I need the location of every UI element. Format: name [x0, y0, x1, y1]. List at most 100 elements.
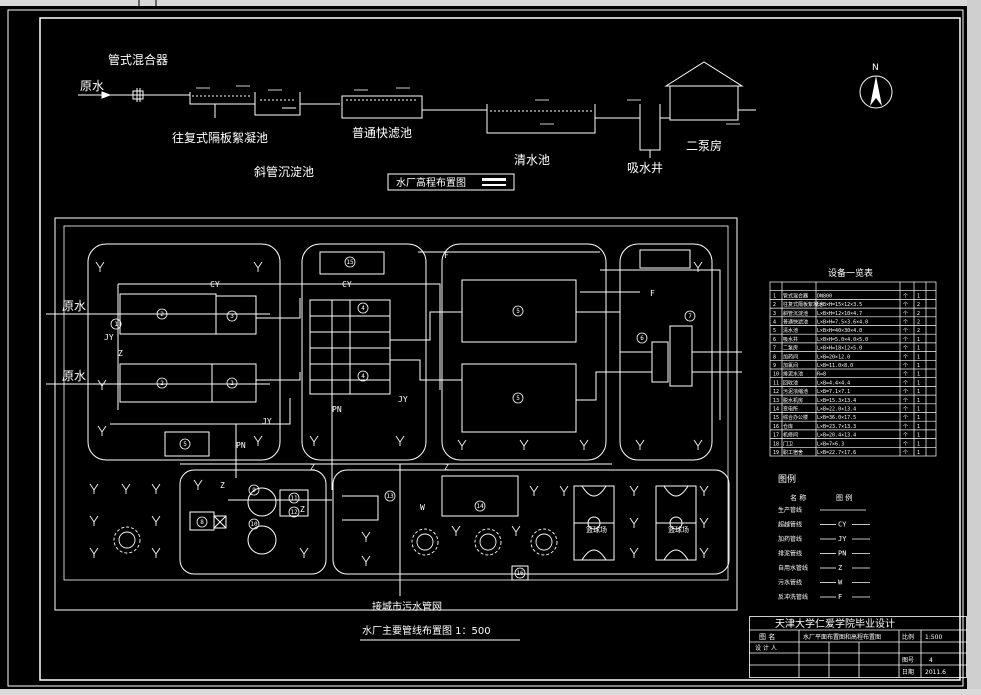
equipment-table-cell: 排泥水池 — [783, 371, 803, 378]
equipment-table-cell: 1 — [917, 441, 920, 447]
sedimentation-tank — [254, 92, 301, 116]
date-value: 2011.6 — [925, 669, 946, 676]
plan-title: 水厂主要管线布置图 1：500 — [362, 624, 491, 637]
title-underline — [482, 184, 506, 186]
toolbar-tick — [138, 0, 140, 6]
equipment-table-cell: 加药间 — [783, 353, 798, 360]
office-building — [319, 251, 385, 275]
equipment-table-cell: 13 — [773, 398, 779, 404]
pipe-label: W — [420, 503, 425, 512]
drawing-name-label: 图 名 — [759, 632, 775, 641]
legend-symbol: JY — [838, 535, 847, 543]
equipment-table-cell: 职工宿舍 — [783, 449, 803, 456]
plan-raw-water-2: 原水 — [62, 369, 86, 383]
legend-col-name: 名 称 — [790, 493, 806, 502]
substation — [441, 475, 519, 517]
sheet-label: 图号 — [902, 657, 914, 664]
flocculation-label: 往复式隔板絮凝池 — [172, 130, 268, 145]
pump-house-label: 二泵房 — [686, 138, 722, 153]
equipment-table-cell: 吸水井 — [783, 336, 798, 343]
equipment-table-cell: 14 — [773, 407, 779, 413]
application-top-bar — [0, 0, 981, 6]
equipment-table-cell: 机修间 — [783, 432, 798, 439]
equipment-table-cell: 门卫 — [783, 440, 793, 447]
equipment-table-cell: 往复式隔板絮凝池 — [783, 301, 823, 308]
pipe-label: F — [444, 251, 449, 260]
vertical-scrollbar[interactable] — [967, 0, 981, 695]
unit-number: 4 — [361, 373, 365, 380]
unit-number: 10 — [250, 521, 258, 528]
unit-number: 12 — [290, 509, 298, 516]
equipment-table-cell: 普通快滤池 — [783, 319, 808, 326]
flow-arrow — [101, 91, 112, 99]
equipment-table-cell: 个 — [903, 372, 908, 378]
equipment-table-cell: L×B=22.0×13.4 — [817, 407, 856, 413]
site-plan — [46, 217, 742, 611]
unit-number: 15 — [346, 259, 354, 266]
equipment-table-cell: 1 — [917, 354, 920, 360]
legend-row-name: 超越管线 — [778, 521, 802, 529]
suction-well-label: 吸水井 — [627, 161, 663, 175]
equipment-table-cell: 2 — [773, 302, 776, 308]
equipment-table-cell: 7 — [773, 346, 776, 352]
equipment-table-cell: 19 — [773, 450, 779, 456]
court-label: 篮球场 — [668, 525, 689, 534]
equipment-table-title: 设备一览表 — [828, 267, 873, 279]
designer-label: 设 计 人 — [755, 644, 777, 652]
equipment-table-cell: L×B=15.3×13.4 — [817, 398, 856, 404]
equipment-table-cell: 2 — [917, 328, 920, 334]
pipe-label: CY — [210, 280, 220, 289]
equipment-table-cell: 1 — [917, 346, 920, 352]
school-title: 天津大学仁爱学院毕业设计 — [775, 617, 895, 630]
equipment-table-cell: 8 — [773, 354, 776, 360]
sludge-thickener-2 — [247, 525, 277, 555]
equipment-table-cell: 1 — [917, 415, 920, 421]
equipment-table-cell: 1 — [917, 337, 920, 343]
pipe-label: JY — [104, 333, 114, 342]
equipment-table-cell: 个 — [903, 450, 908, 456]
equipment-table-cell: 个 — [903, 424, 908, 430]
equipment-table-cell: 斜管沉淀池 — [783, 310, 808, 317]
equipment-table-cell: 个 — [903, 415, 908, 421]
pipe-label: Z — [310, 463, 315, 472]
legend-symbol: CY — [838, 521, 847, 529]
equipment-table-cell: 18 — [773, 441, 779, 447]
equipment-table-cell: 1 — [917, 450, 920, 456]
equipment-table-cell: 个 — [903, 337, 908, 343]
legend-title: 图例 — [778, 473, 796, 485]
equipment-table-cell: 1 — [773, 293, 776, 299]
equipment-table-cell: 6 — [773, 337, 776, 343]
equipment-table-cell: 个 — [903, 328, 908, 334]
unit-number: 5 — [516, 395, 520, 402]
equipment-table-cell: L×B=36.0×17.5 — [817, 415, 856, 421]
equipment-table-cell: 个 — [903, 302, 908, 308]
pipe-label: Z — [118, 349, 123, 358]
sewer-label: 接城市污水管网 — [372, 600, 442, 613]
equipment-table-cell: 11 — [773, 380, 779, 386]
pipe-label: CY — [342, 280, 352, 289]
pipe-label: JY — [262, 417, 272, 426]
equipment-table-cell: 3 — [773, 311, 776, 317]
equipment-table-cell: 个 — [903, 320, 908, 326]
date-label: 日期 — [902, 668, 914, 676]
unit-number: 8 — [200, 519, 204, 526]
valve-box — [213, 515, 227, 529]
equipment-table-cell: 清水池 — [783, 327, 798, 334]
equipment-table-cell: L×B=22.7×17.6 — [817, 450, 856, 456]
equipment-table-cell: L×B=23.7×13.3 — [817, 424, 856, 430]
unit-number: 16 — [516, 570, 524, 577]
pipe-label: Z — [444, 463, 449, 472]
road-outline — [63, 225, 729, 581]
equipment-table-cell: 1 — [917, 293, 920, 299]
legend-symbol: PN — [838, 550, 846, 558]
legend-col-symbol: 图 例 — [836, 493, 852, 502]
equipment-table-cell: L×B×H=5.0×4.0×5.0 — [817, 337, 868, 343]
equipment-table-cell: 个 — [903, 380, 908, 386]
unit-number: 13 — [386, 493, 394, 500]
cad-drawing-canvas[interactable]: 管式混合器 原水 往复式隔板絮凝池 斜管沉淀池 普通快滤池 清水池 吸水井 二泵… — [0, 0, 967, 689]
equipment-table-cell: 16 — [773, 424, 779, 430]
unit-number: 6 — [640, 335, 644, 342]
unit-number: 14 — [476, 503, 484, 510]
toolbar-tick — [155, 0, 157, 6]
equipment-table-cell: 个 — [903, 346, 908, 352]
